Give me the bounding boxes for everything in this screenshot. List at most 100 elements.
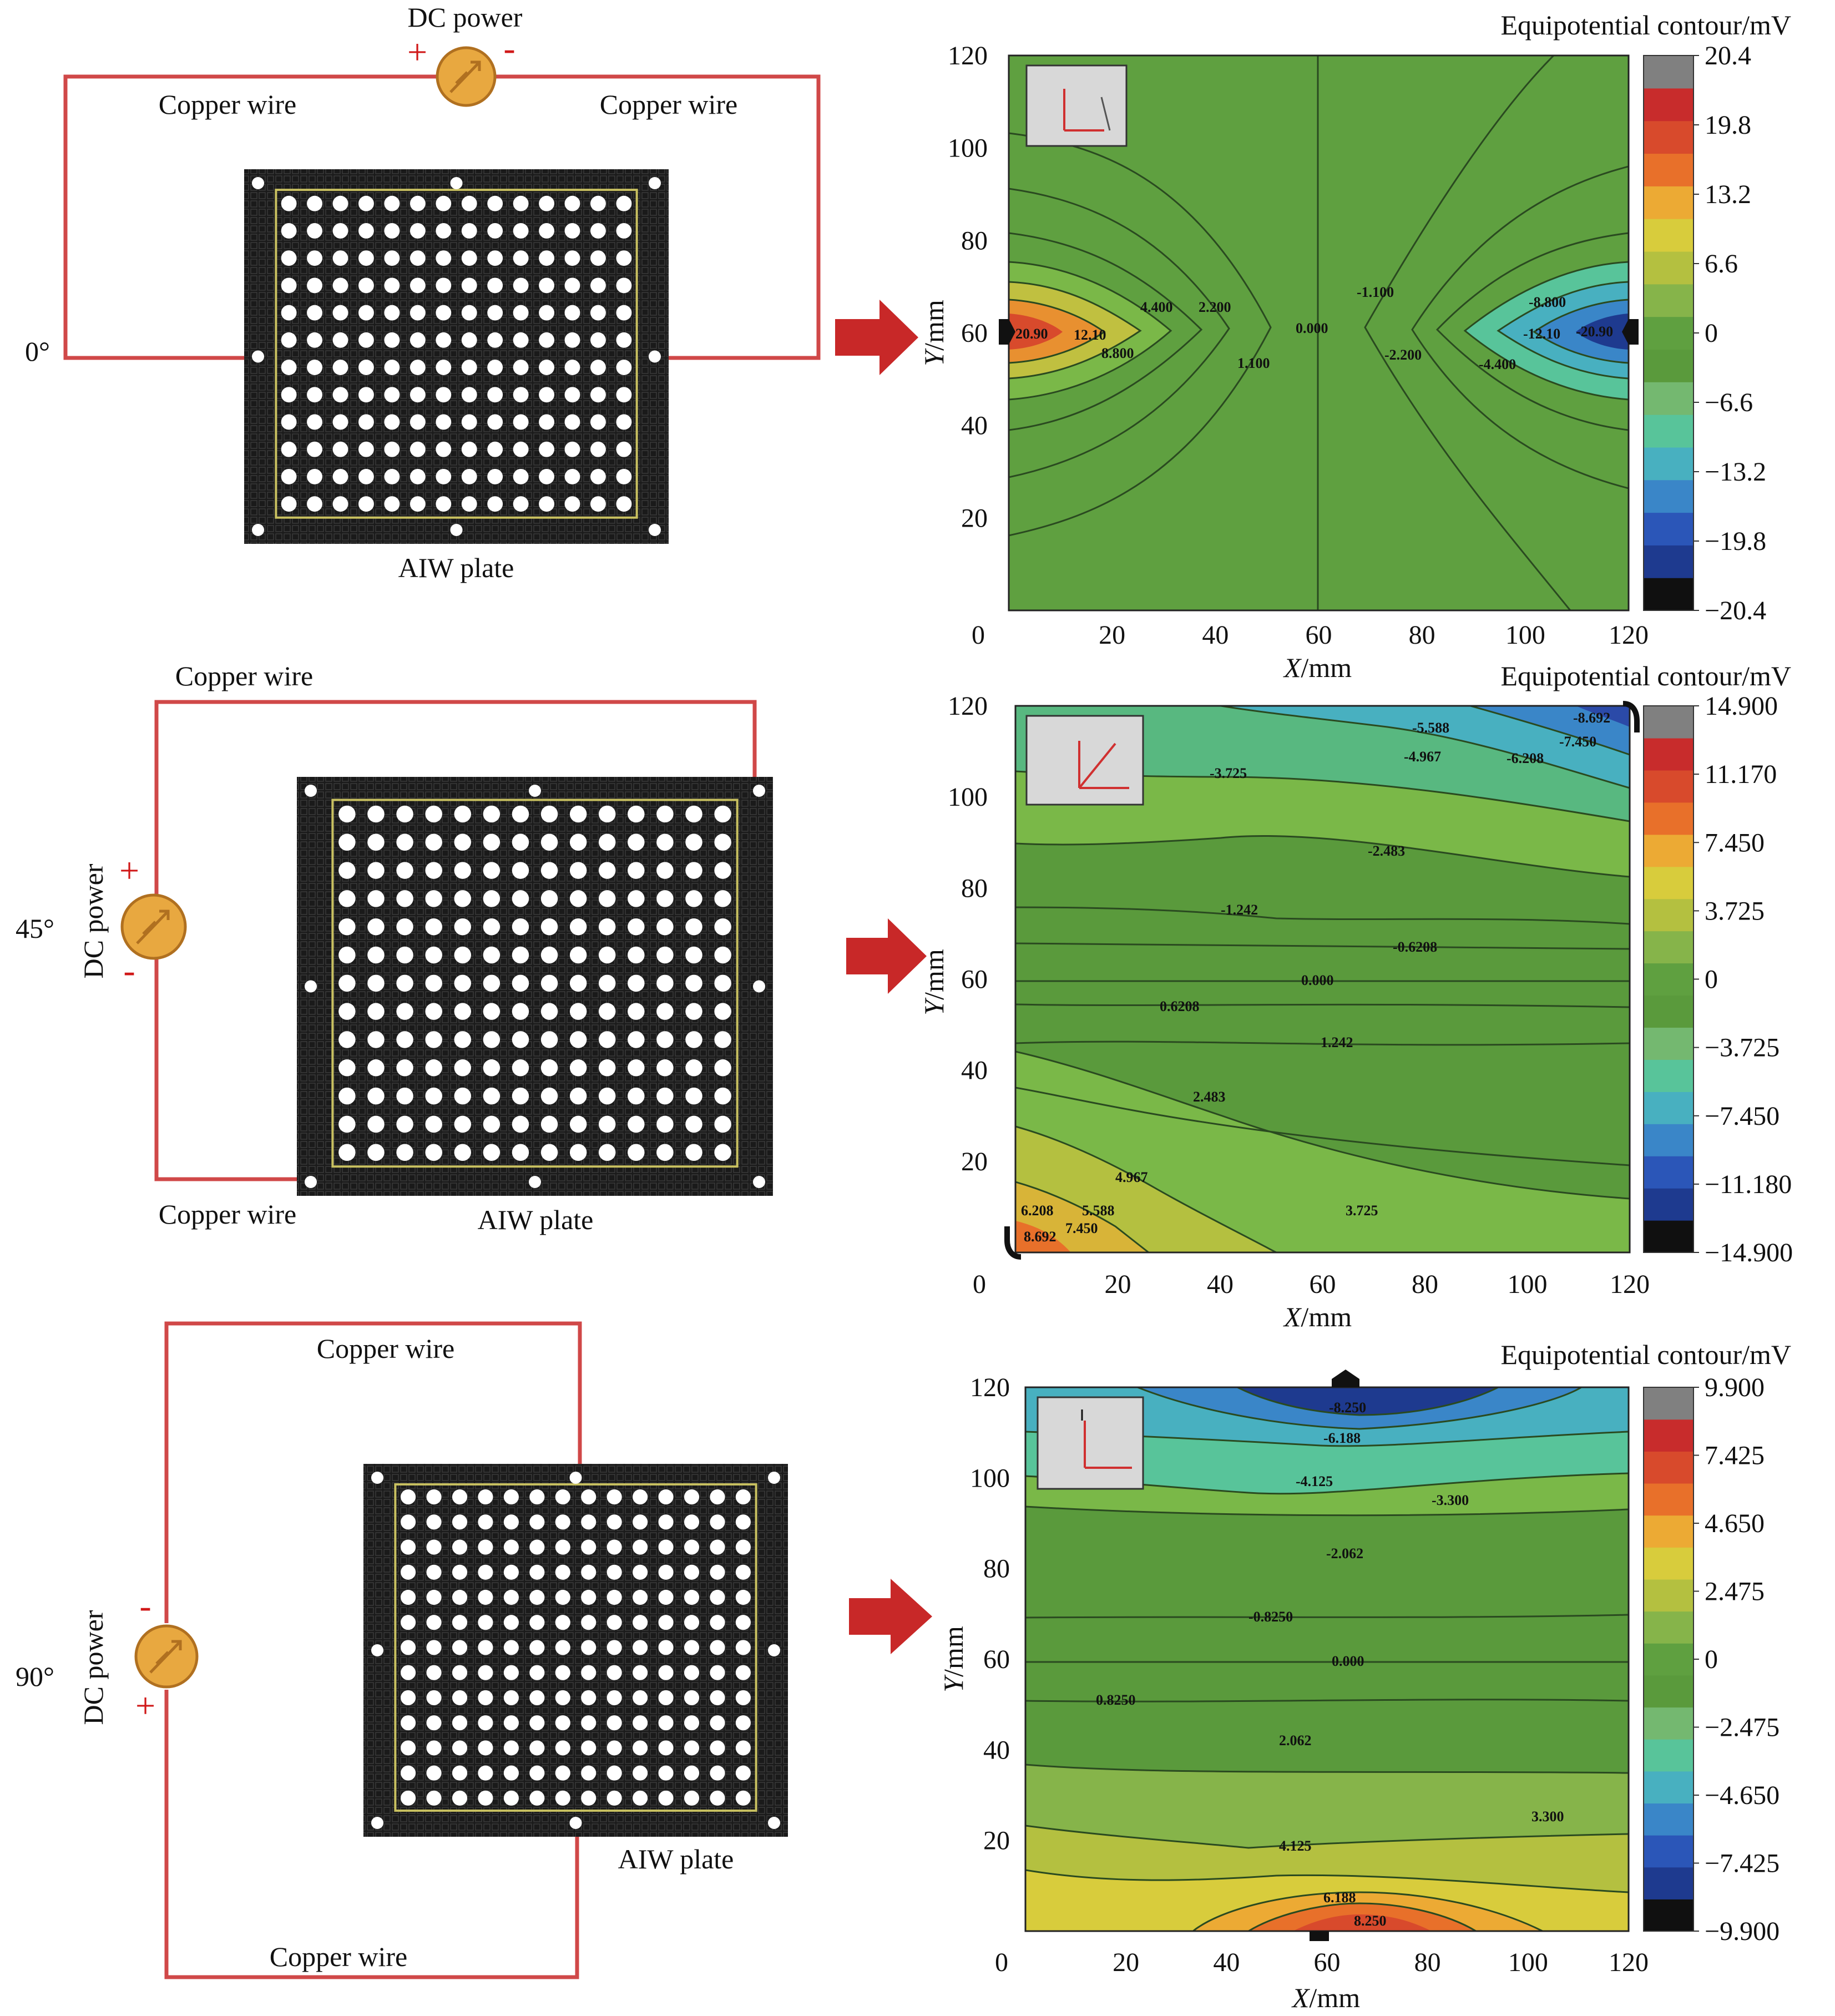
plate-hole xyxy=(358,305,374,321)
contour-label: 3.725 xyxy=(1346,1202,1378,1219)
colorbar-swatch xyxy=(1644,1451,1694,1484)
colorbar-swatch xyxy=(1644,545,1694,578)
plate-hole xyxy=(367,862,385,879)
plate-hole xyxy=(461,360,477,375)
plate-hole xyxy=(539,387,554,403)
plate-hole xyxy=(512,1144,529,1161)
plate-hole xyxy=(569,862,587,879)
plate-hole xyxy=(714,918,731,936)
plate-hole xyxy=(598,833,616,851)
plate-inner-frame xyxy=(331,799,739,1168)
plate-hole xyxy=(401,1765,416,1781)
plate-hole xyxy=(401,1715,416,1731)
plate-hole xyxy=(555,1690,570,1705)
plate-hole xyxy=(426,1665,442,1680)
plate-hole xyxy=(710,1539,725,1555)
plate-hole xyxy=(503,1790,519,1806)
plate-hole xyxy=(564,250,580,266)
plate-mount-hole xyxy=(450,177,463,189)
plate-hole xyxy=(425,974,442,992)
contour-line xyxy=(1025,1764,1629,1774)
colorbar-tick-label: −9.900 xyxy=(1705,1917,1780,1946)
plate-hole xyxy=(606,1564,622,1580)
plate-hole xyxy=(540,1003,558,1020)
contour-line xyxy=(1411,165,1629,489)
x-tick-label: 120 xyxy=(1609,620,1649,650)
plate-mount-hole xyxy=(753,1176,765,1188)
plate-hole xyxy=(483,1144,501,1161)
plate-hole xyxy=(425,890,442,907)
contour-band xyxy=(1009,314,1063,350)
orientation-inset xyxy=(1037,1396,1144,1490)
plate-hole xyxy=(598,1031,616,1048)
contour-band xyxy=(1221,706,1630,788)
plate-hole xyxy=(452,1539,468,1555)
plate-hole xyxy=(581,1690,596,1705)
copper-wire-45deg xyxy=(154,700,757,896)
plate-hole xyxy=(384,468,400,484)
colorbar-tick-label: 2.475 xyxy=(1705,1577,1765,1606)
plate-hole xyxy=(628,974,645,992)
plate-hole xyxy=(307,468,322,484)
plate-hole xyxy=(564,387,580,403)
plate-hole xyxy=(685,1031,702,1048)
contour-label: -8.692 xyxy=(1573,710,1610,726)
colorbar-swatch xyxy=(1644,1387,1694,1420)
plate-mount-hole xyxy=(252,524,264,536)
plate-hole xyxy=(338,1031,356,1048)
plate-hole xyxy=(714,946,731,964)
transform-arrow xyxy=(846,918,927,994)
plate-hole xyxy=(452,1765,468,1781)
colorbar-tick-label: −11.180 xyxy=(1705,1170,1792,1199)
plate-hole xyxy=(529,1489,545,1505)
plate-hole xyxy=(684,1740,700,1756)
plate-hole xyxy=(503,1765,519,1781)
power-arrow-glyph xyxy=(149,1640,182,1674)
colorbar-swatch xyxy=(1644,1611,1694,1644)
x-tick-label: 120 xyxy=(1610,1270,1650,1299)
plate-hole xyxy=(529,1715,545,1731)
plate-hole xyxy=(487,250,503,266)
plate-hole xyxy=(628,833,645,851)
plate-hole xyxy=(714,974,731,992)
plate-hole xyxy=(478,1790,493,1806)
plate-hole xyxy=(590,195,606,211)
contour-line xyxy=(1470,706,1630,756)
plate-hole xyxy=(539,441,554,457)
contour-band xyxy=(1015,1221,1071,1252)
contour-band xyxy=(1293,1914,1432,1931)
plate-hole xyxy=(338,805,356,823)
plate-hole xyxy=(281,195,297,211)
plate-hole xyxy=(454,890,472,907)
plate-hole xyxy=(483,946,501,964)
plate-hole xyxy=(503,1715,519,1731)
plate-hole xyxy=(606,1539,622,1555)
colorbar-swatch xyxy=(1644,834,1694,867)
plate-hole xyxy=(461,414,477,430)
x-tick-label: 40 xyxy=(1207,1270,1234,1299)
colorbar-tick-label: 7.425 xyxy=(1705,1441,1765,1471)
plate-hole xyxy=(684,1564,700,1580)
plate-hole xyxy=(358,277,374,294)
plate-hole xyxy=(307,277,322,294)
plate-hole xyxy=(598,974,616,992)
plate-hole xyxy=(606,1790,622,1806)
contour-label: 3.300 xyxy=(1531,1808,1564,1825)
plate-hole xyxy=(581,1589,596,1605)
plate-hole xyxy=(684,1615,700,1630)
plate-hole xyxy=(367,1003,385,1020)
plate-mount-hole xyxy=(569,1472,582,1484)
plate-hole xyxy=(307,332,322,348)
electrode-marker xyxy=(1622,701,1640,732)
x-tick-label: 40 xyxy=(1202,620,1229,650)
aiw-plate xyxy=(244,169,669,544)
colorbar-tick-label: 6.6 xyxy=(1705,249,1738,279)
colorbar-tick-label: 3.725 xyxy=(1705,896,1765,926)
colorbar-swatch xyxy=(1644,1419,1694,1452)
plate-hole xyxy=(401,1640,416,1655)
plate-hole xyxy=(628,805,645,823)
plate-hole xyxy=(426,1715,442,1731)
plate-hole xyxy=(735,1489,751,1505)
